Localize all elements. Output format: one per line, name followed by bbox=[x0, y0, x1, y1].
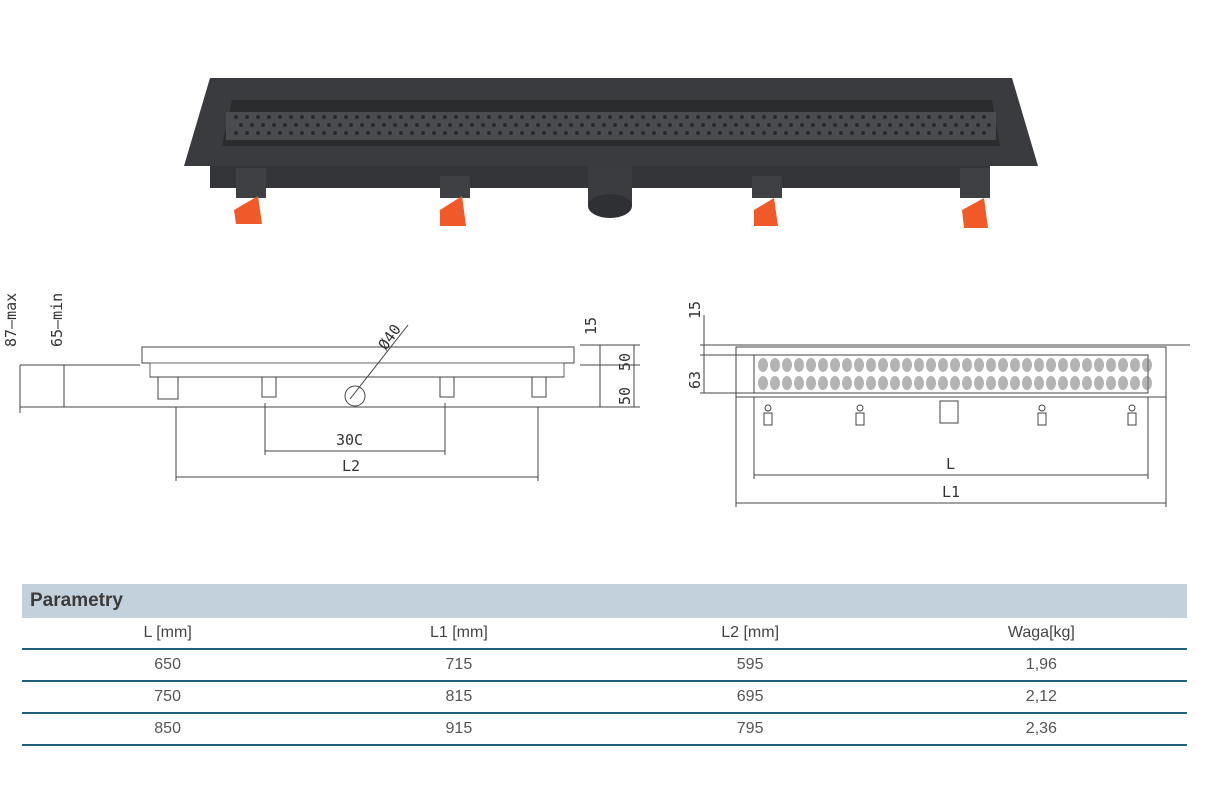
table-cell: 915 bbox=[313, 713, 605, 746]
column-header-l1: L1 [mm] bbox=[313, 618, 605, 650]
dim-l1: L1 bbox=[942, 483, 960, 501]
dim-87-max: 87–max bbox=[2, 293, 20, 347]
parameters-section: Parametry L [mm] L1 [mm] L2 [mm] Waga[kg… bbox=[22, 584, 1187, 746]
dim-15: 15 bbox=[582, 317, 600, 335]
dim-50-top: 50 bbox=[616, 353, 634, 371]
table-cell: 795 bbox=[604, 713, 896, 746]
dim-50-bottom: 50 bbox=[616, 387, 634, 405]
dim-15-right: 15 bbox=[686, 301, 704, 319]
dim-l2: L2 bbox=[342, 457, 360, 475]
top-view-drawing: 15 63 L L1 bbox=[670, 255, 1214, 515]
table-row: 850 915 795 2,36 bbox=[22, 713, 1187, 746]
parameters-table: L [mm] L1 [mm] L2 [mm] Waga[kg] 650 715 … bbox=[22, 618, 1187, 746]
table-cell: 2,12 bbox=[895, 681, 1187, 714]
dim-65-min: 65–min bbox=[48, 293, 66, 347]
dim-63: 63 bbox=[686, 371, 704, 389]
table-header-row: L [mm] L1 [mm] L2 [mm] Waga[kg] bbox=[22, 618, 1187, 650]
dim-diameter-40: Ø40 bbox=[375, 321, 405, 354]
dim-300: 30C bbox=[336, 431, 363, 449]
table-cell: 850 bbox=[22, 713, 314, 746]
mounting-brackets bbox=[763, 400, 1137, 426]
table-cell: 2,36 bbox=[895, 713, 1187, 746]
table-cell: 650 bbox=[22, 649, 314, 682]
parameters-title: Parametry bbox=[22, 584, 1187, 618]
column-header-l: L [mm] bbox=[22, 618, 314, 650]
column-header-l2: L2 [mm] bbox=[604, 618, 896, 650]
dim-l: L bbox=[946, 455, 955, 473]
product-image bbox=[0, 0, 1214, 250]
table-row: 650 715 595 1,96 bbox=[22, 649, 1187, 682]
column-header-weight: Waga[kg] bbox=[895, 618, 1187, 650]
table-row: 750 815 695 2,12 bbox=[22, 681, 1187, 714]
linear-drain-illustration bbox=[184, 78, 1038, 228]
table-cell: 595 bbox=[604, 649, 896, 682]
table-cell: 715 bbox=[313, 649, 605, 682]
table-cell: 750 bbox=[22, 681, 314, 714]
table-cell: 815 bbox=[313, 681, 605, 714]
adjustable-feet bbox=[234, 168, 990, 228]
side-section-drawing: 87–max 65–min 15 50 50 Ø40 30C L2 bbox=[0, 255, 660, 515]
table-cell: 695 bbox=[604, 681, 896, 714]
table-cell: 1,96 bbox=[895, 649, 1187, 682]
grate-wave-pattern bbox=[758, 358, 1152, 390]
